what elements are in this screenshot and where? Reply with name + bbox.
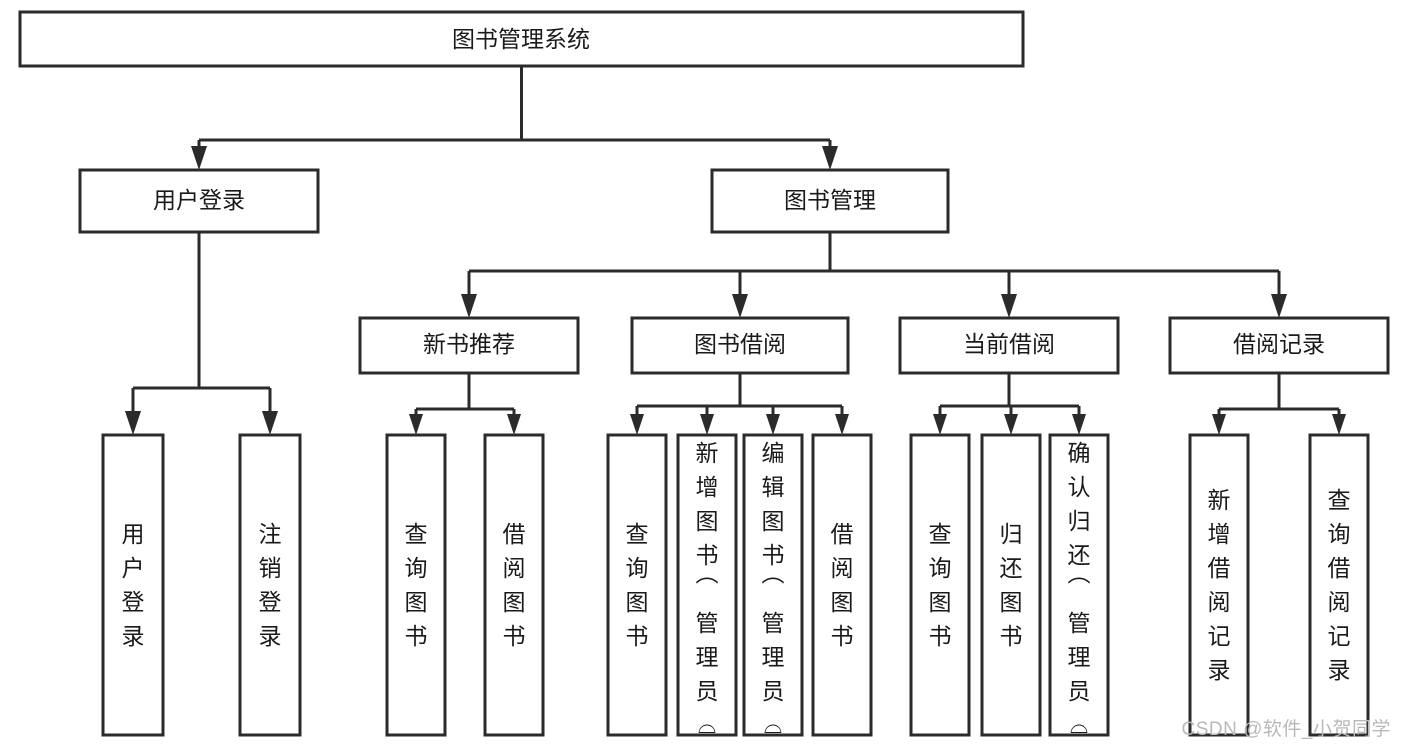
leaf-node-edit-book-admin-box[interactable] <box>742 433 804 737</box>
node-book-borrow-box[interactable] <box>630 316 850 375</box>
leaf-node-user-login-box[interactable] <box>101 433 165 737</box>
arrow-head-add-book <box>700 414 714 435</box>
leaf-node-query-borrow-record[interactable]: 查询借阅记录 <box>1308 433 1370 737</box>
arrow-head-book-borrow <box>732 294 748 318</box>
leaf-node-logout-label: 注销登录 <box>259 521 282 649</box>
arrow-head-user-login <box>191 146 207 170</box>
node-new-book-recommend[interactable]: 新书推荐 <box>358 316 580 375</box>
leaf-node-query-book-current-label: 查询图书 <box>929 521 952 649</box>
arrow-head-query-record <box>1332 414 1346 435</box>
node-book-borrow-label: 图书借阅 <box>694 331 786 357</box>
leaf-node-edit-book-admin[interactable]: 编辑图书⌒管理员⌓ <box>742 433 804 738</box>
node-root-system-box[interactable] <box>18 10 1025 68</box>
arrow-head-query-book-1 <box>409 414 423 435</box>
leaf-node-return-book-box[interactable] <box>980 433 1042 737</box>
leaf-node-query-book-borrow-box[interactable] <box>606 433 668 737</box>
leaf-node-add-book-admin[interactable]: 新增图书⌒管理员⌓ <box>676 433 738 738</box>
node-new-book-recommend-box[interactable] <box>358 316 580 375</box>
leaf-node-add-borrow-record-box[interactable] <box>1188 433 1250 737</box>
leaf-node-query-book-current[interactable]: 查询图书 <box>909 433 971 737</box>
leaf-node-edit-book-admin-label: 编辑图书⌒管理员⌓ <box>762 440 785 738</box>
leaf-node-query-book-current-box[interactable] <box>909 433 971 737</box>
node-root-system[interactable]: 图书管理系统 <box>18 10 1025 68</box>
arrow-head-query-book-3 <box>933 414 947 435</box>
leaf-node-confirm-return-admin[interactable]: 确认归还⌒管理员⌓ <box>1048 433 1110 738</box>
node-user-login[interactable]: 用户登录 <box>78 168 320 234</box>
leaf-node-confirm-return-admin-label: 确认归还⌒管理员⌓ <box>1068 440 1091 738</box>
leaf-node-query-book-rec-label: 查询图书 <box>405 521 428 649</box>
connector-group-bookmgmt-to-level3 <box>461 232 1287 318</box>
arrow-head-user-login-leaf <box>125 411 141 435</box>
leaf-node-logout[interactable]: 注销登录 <box>238 433 302 737</box>
arrow-head-borrow-book-2 <box>835 414 849 435</box>
arrow-head-book-mgmt <box>822 146 838 170</box>
node-current-borrow-box[interactable] <box>898 316 1120 375</box>
leaf-node-borrow-book-rec-box[interactable] <box>483 433 545 737</box>
node-user-login-box[interactable] <box>78 168 320 234</box>
leaf-node-borrow-book-rec-label: 借阅图书 <box>503 521 526 649</box>
arrow-head-borrow-book-1 <box>507 414 521 435</box>
node-borrow-record-label: 借阅记录 <box>1233 331 1325 357</box>
leaf-node-user-login-label: 用户登录 <box>122 521 145 649</box>
node-borrow-record[interactable]: 借阅记录 <box>1168 316 1390 375</box>
leaf-node-query-book-rec[interactable]: 查询图书 <box>385 433 447 737</box>
node-user-login-label: 用户登录 <box>153 187 245 213</box>
leaf-node-query-book-rec-box[interactable] <box>385 433 447 737</box>
leaf-node-logout-box[interactable] <box>238 433 302 737</box>
arrow-head-logout-leaf <box>262 411 278 435</box>
leaf-node-borrow-book[interactable]: 借阅图书 <box>811 433 873 737</box>
node-current-borrow[interactable]: 当前借阅 <box>898 316 1120 375</box>
arrow-head-query-book-2 <box>630 414 644 435</box>
leaf-node-add-borrow-record[interactable]: 新增借阅记录 <box>1188 433 1250 737</box>
connector-group-borrowrecord-to-leaves <box>1212 373 1346 435</box>
leaf-node-return-book[interactable]: 归还图书 <box>980 433 1042 737</box>
arrow-head-add-record <box>1212 414 1226 435</box>
node-new-book-recommend-label: 新书推荐 <box>423 331 515 357</box>
leaf-node-add-book-admin-label: 新增图书⌒管理员⌓ <box>696 440 719 738</box>
leaf-node-add-borrow-record-label: 新增借阅记录 <box>1208 487 1231 683</box>
arrow-head-new-book-rec <box>461 294 477 318</box>
leaf-node-user-login[interactable]: 用户登录 <box>101 433 165 737</box>
arrow-head-borrow-record <box>1271 294 1287 318</box>
leaf-node-borrow-book-rec[interactable]: 借阅图书 <box>483 433 545 737</box>
arrow-head-confirm-return <box>1072 414 1086 435</box>
leaf-node-query-book-borrow-label: 查询图书 <box>626 521 649 649</box>
node-current-borrow-label: 当前借阅 <box>963 331 1055 357</box>
leaf-node-query-book-borrow[interactable]: 查询图书 <box>606 433 668 737</box>
leaf-node-add-book-admin-box[interactable] <box>676 433 738 737</box>
connector-group-currentborrow-to-leaves <box>933 373 1086 435</box>
leaf-node-query-borrow-record-label: 查询借阅记录 <box>1328 487 1351 683</box>
leaf-node-return-book-label: 归还图书 <box>1000 521 1023 649</box>
node-book-borrow[interactable]: 图书借阅 <box>630 316 850 375</box>
connector-group-root-to-level2 <box>191 66 838 170</box>
node-book-management-label: 图书管理 <box>784 187 876 213</box>
arrow-head-edit-book <box>766 414 780 435</box>
node-borrow-record-box[interactable] <box>1168 316 1390 375</box>
connector-group-userlogin-to-leaves <box>125 232 278 435</box>
leaf-node-borrow-book-box[interactable] <box>811 433 873 737</box>
leaf-node-query-borrow-record-box[interactable] <box>1308 433 1370 737</box>
connector-group-newbookrec-to-leaves <box>409 373 521 435</box>
node-book-management-box[interactable] <box>710 168 950 234</box>
node-root-system-label: 图书管理系统 <box>452 26 590 52</box>
arrow-head-current-borrow <box>1001 294 1017 318</box>
node-book-management[interactable]: 图书管理 <box>710 168 950 234</box>
arrow-head-return-book <box>1004 414 1018 435</box>
leaf-node-borrow-book-label: 借阅图书 <box>831 521 854 649</box>
leaf-node-confirm-return-admin-box[interactable] <box>1048 433 1110 737</box>
connector-group-bookborrow-to-leaves <box>630 373 849 435</box>
